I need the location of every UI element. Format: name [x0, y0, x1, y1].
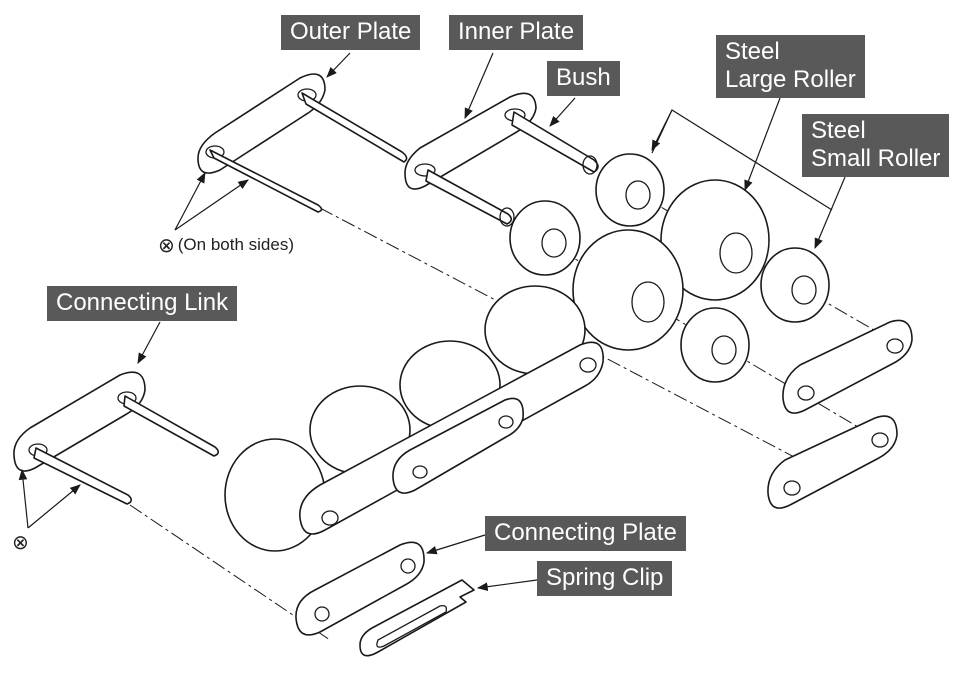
connecting-plate-part	[295, 541, 425, 636]
both-sides-text: (On both sides)	[177, 235, 294, 254]
side-plate-right-2	[767, 415, 898, 509]
roller-large-1	[660, 179, 770, 301]
bush-label: Bush	[547, 61, 620, 96]
connecting-link-part	[13, 371, 220, 505]
roller-large-2	[572, 229, 684, 351]
steel-large-roller-line-2: Large Roller	[725, 66, 856, 93]
steel-small-roller-line-1: Steel	[811, 117, 866, 144]
spring-clip-part	[359, 579, 475, 657]
link-symbol-note: ⊗	[12, 530, 32, 555]
roller-small-3	[760, 247, 830, 323]
assembled-chain	[224, 285, 604, 552]
steel-small-roller-label: Steel Small Roller	[802, 114, 950, 177]
outer-plate-part	[197, 73, 408, 213]
link-symbol: ⊗	[12, 532, 29, 554]
steel-large-roller-label: Steel Large Roller	[716, 35, 865, 98]
outer-plate-label: Outer Plate	[281, 15, 421, 50]
steel-small-roller-line-2: Small Roller	[811, 145, 941, 172]
connecting-plate-label: Connecting Plate	[485, 516, 686, 551]
side-plate-right-1	[782, 319, 913, 414]
inner-plate-part	[404, 92, 599, 227]
steel-large-roller-line-1: Steel	[725, 38, 780, 65]
roller-small-1	[595, 153, 665, 227]
inner-plate-label: Inner Plate	[449, 15, 584, 50]
roller-small-2	[509, 200, 581, 276]
connecting-link-label: Connecting Link	[47, 286, 238, 321]
spring-clip-label: Spring Clip	[537, 561, 673, 596]
leader-lines	[18, 52, 846, 591]
roller-small-4	[680, 307, 750, 383]
both-sides-note: ⊗(On both sides)	[158, 233, 294, 258]
both-sides-symbol: ⊗	[158, 235, 175, 257]
